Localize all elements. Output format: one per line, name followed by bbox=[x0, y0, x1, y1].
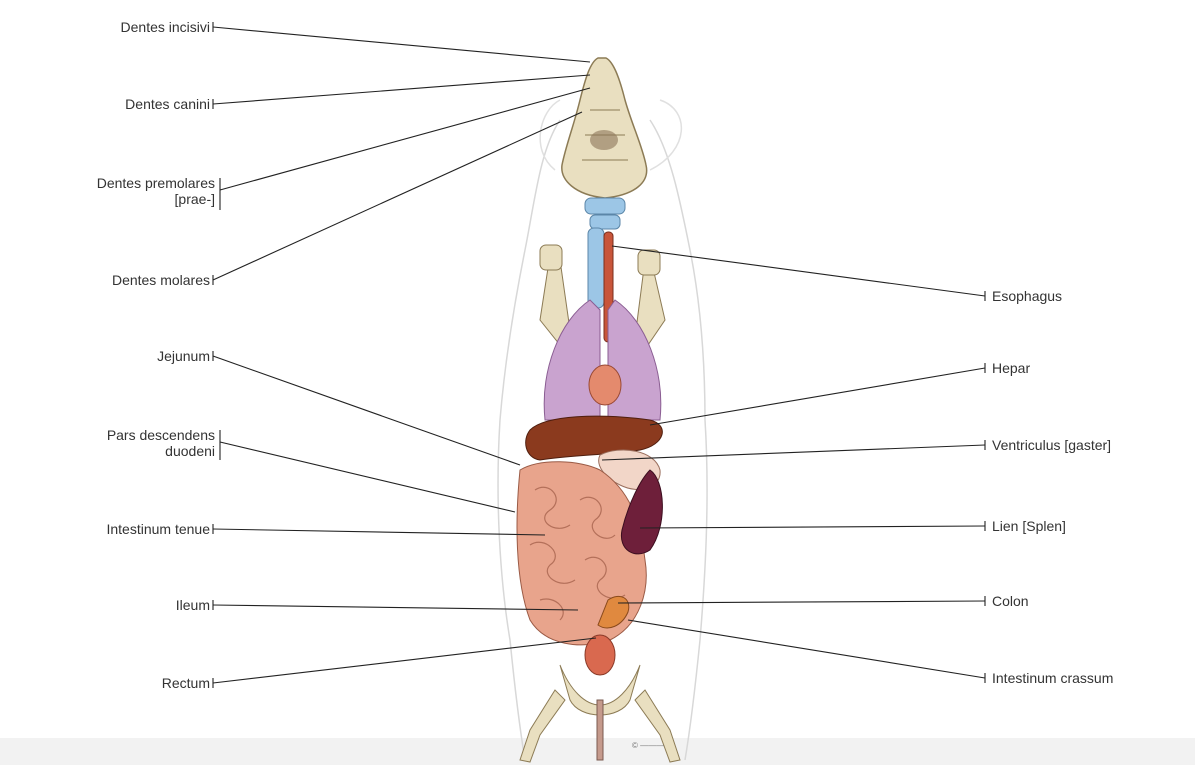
label-pars-descendens: Pars descendens duodeni bbox=[20, 427, 215, 459]
label-esophagus: Esophagus bbox=[992, 288, 1062, 304]
leader-jejunum bbox=[213, 356, 520, 465]
copyright-mark: © ——— bbox=[632, 741, 664, 750]
label-jejunum: Jejunum bbox=[40, 348, 210, 364]
label-dentes-molares: Dentes molares bbox=[40, 272, 210, 288]
label-dentes-canini: Dentes canini bbox=[40, 96, 210, 112]
label-colon: Colon bbox=[992, 593, 1029, 609]
leader-intestinum-tenue bbox=[213, 529, 545, 535]
leader-dentes-canini bbox=[213, 75, 590, 104]
leader-esophagus bbox=[612, 246, 985, 296]
leader-dentes-molares bbox=[213, 112, 582, 280]
label-lien: Lien [Splen] bbox=[992, 518, 1066, 534]
leader-rectum bbox=[213, 638, 596, 683]
leader-ventriculus bbox=[602, 445, 985, 460]
label-ventriculus: Ventriculus [gaster] bbox=[992, 437, 1111, 453]
cervical-vertebrae bbox=[585, 198, 625, 229]
skull bbox=[562, 58, 647, 198]
leader-ileum bbox=[213, 605, 578, 610]
leader-lien bbox=[640, 526, 985, 528]
label-hepar: Hepar bbox=[992, 360, 1030, 376]
label-rectum: Rectum bbox=[40, 675, 210, 691]
label-dentes-incisivi: Dentes incisivi bbox=[40, 19, 210, 35]
leader-dentes-premolares bbox=[220, 88, 590, 190]
rectum bbox=[585, 635, 615, 675]
trachea bbox=[588, 228, 604, 308]
label-intestinum-tenue: Intestinum tenue bbox=[40, 521, 210, 537]
leader-dentes-incisivi bbox=[213, 27, 590, 62]
label-dentes-premolares: Dentes premolares [prae-] bbox=[20, 175, 215, 207]
leader-intestinum-crassum bbox=[628, 620, 985, 678]
heart bbox=[589, 365, 621, 405]
leader-colon bbox=[618, 601, 985, 603]
leader-pars-descendens bbox=[220, 442, 515, 512]
leader-hepar bbox=[650, 368, 985, 425]
label-ileum: Ileum bbox=[40, 597, 210, 613]
label-intestinum-crassum: Intestinum crassum bbox=[992, 670, 1113, 686]
